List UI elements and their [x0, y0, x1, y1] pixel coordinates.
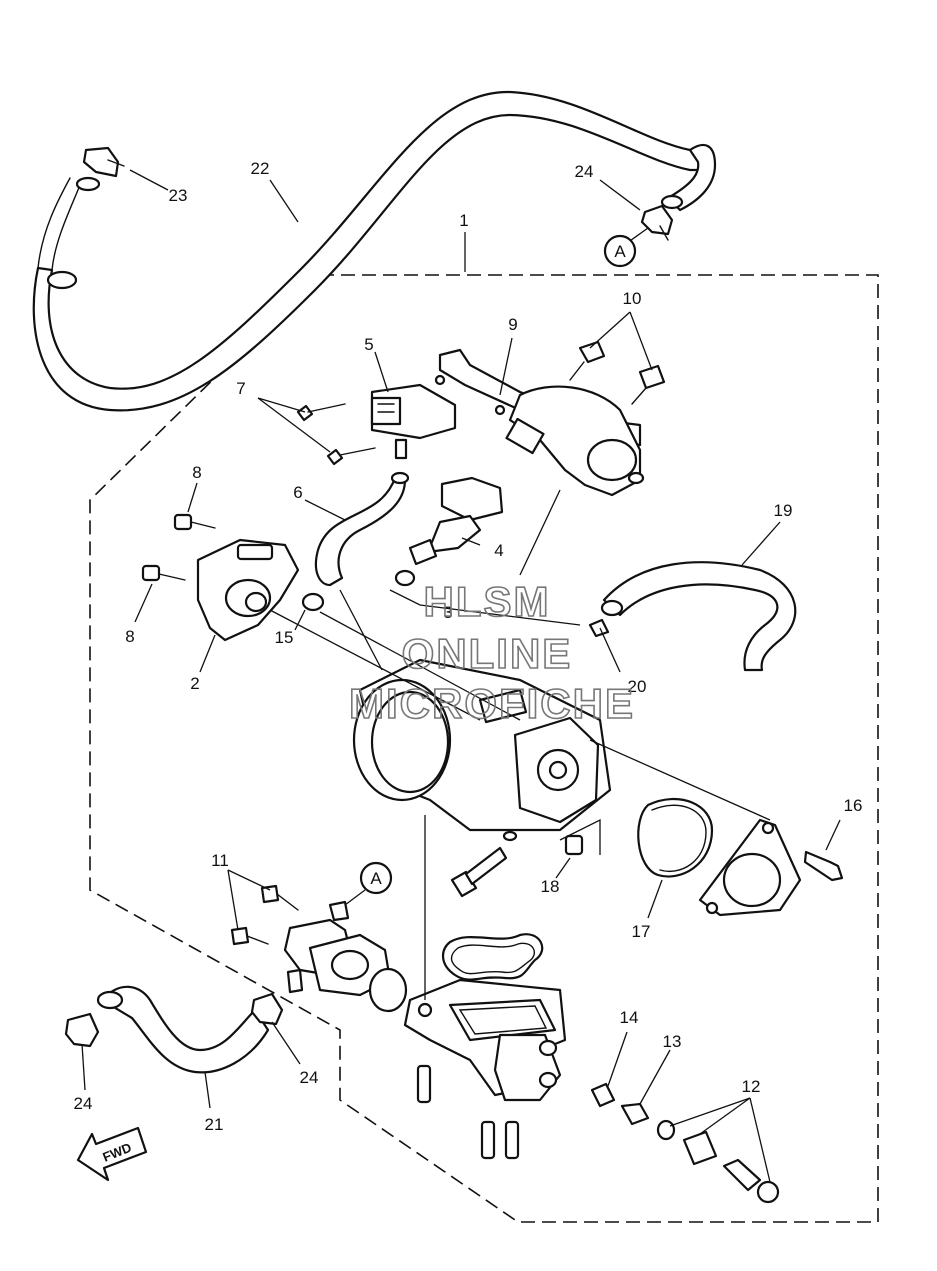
- callout-5: 5: [364, 335, 373, 354]
- watermark-line-2: ONLINE: [402, 630, 573, 677]
- cap-18: [564, 834, 584, 856]
- intake-manifold: [403, 978, 567, 1102]
- callout-10: 10: [623, 289, 642, 308]
- watermark: HLSM ONLINE MICROFICHE: [348, 577, 635, 728]
- screws-10: [569, 340, 666, 405]
- callout-24-lower-right: 24: [300, 1068, 319, 1087]
- clip-24-lower-left: [64, 1012, 100, 1048]
- bolt-long: [450, 846, 508, 898]
- gasket: [442, 933, 544, 981]
- clip-24-upper: [640, 204, 674, 241]
- callout-15: 15: [275, 628, 294, 647]
- screws-7: [296, 403, 376, 466]
- o-ring-17: [637, 797, 714, 878]
- screw-12-assembly: [656, 1119, 780, 1204]
- screw-16: [803, 850, 844, 882]
- screws-8: [141, 513, 216, 582]
- callout-2: 2: [190, 674, 199, 693]
- sensor-2: [196, 538, 300, 642]
- screws-11: [230, 884, 299, 946]
- ref-marker-lower-label: A: [370, 869, 382, 888]
- sensor-5: [370, 383, 457, 460]
- callout-16: 16: [844, 796, 863, 815]
- callout-23: 23: [169, 186, 188, 205]
- callout-21: 21: [205, 1115, 224, 1134]
- callout-7: 7: [236, 379, 245, 398]
- callout-11: 11: [211, 851, 229, 870]
- washer-15: [301, 592, 325, 612]
- manifold-screws: [416, 1064, 520, 1160]
- callout-4: 4: [494, 541, 503, 560]
- hose-22: [32, 90, 717, 412]
- ref-marker-lower: A: [359, 861, 393, 895]
- callout-8-upper: 8: [192, 463, 201, 482]
- throttle-body: [352, 658, 612, 832]
- callout-19: 19: [774, 501, 793, 520]
- callout-numbers: 1 2 3 4 5 6 7 8 8 9 10 11 12 13 14 15 16…: [74, 159, 863, 1134]
- callout-8-lower: 8: [125, 627, 134, 646]
- spring-14: [590, 1082, 616, 1108]
- fwd-arrow: FWD: [76, 1126, 148, 1182]
- watermark-line-1: HLSM: [424, 578, 551, 625]
- watermark-line-3: MICROFICHE: [349, 680, 635, 727]
- clip-24-lower-right: [250, 992, 284, 1026]
- hose-6: [314, 471, 410, 587]
- callout-1: 1: [459, 211, 468, 230]
- callout-17: 17: [632, 922, 651, 941]
- callout-9: 9: [508, 315, 517, 334]
- callout-18: 18: [541, 877, 560, 896]
- assembly-boundary: [89, 274, 879, 1223]
- callout-12: 12: [742, 1077, 761, 1096]
- hose-21: [96, 985, 270, 1074]
- callout-22: 22: [251, 159, 270, 178]
- clip-20: [588, 618, 610, 638]
- callout-24-lower-left: 24: [74, 1094, 93, 1113]
- injector-4: [408, 476, 504, 566]
- callout-6: 6: [293, 483, 302, 502]
- o-ring-small: [368, 967, 408, 1013]
- idle-actuator: [505, 385, 645, 497]
- callout-14: 14: [620, 1008, 639, 1027]
- hose-19: [600, 561, 797, 672]
- ref-marker-upper: A: [603, 234, 637, 268]
- callout-20: 20: [628, 677, 647, 696]
- plunger-13: [620, 1102, 650, 1126]
- leader-lines: [81, 169, 841, 1183]
- cover-plate: [698, 818, 802, 917]
- callout-13: 13: [663, 1032, 682, 1051]
- callout-24-upper: 24: [575, 162, 594, 181]
- clip-23: [82, 146, 125, 178]
- callout-3: 3: [443, 603, 452, 622]
- ref-marker-upper-label: A: [614, 242, 626, 261]
